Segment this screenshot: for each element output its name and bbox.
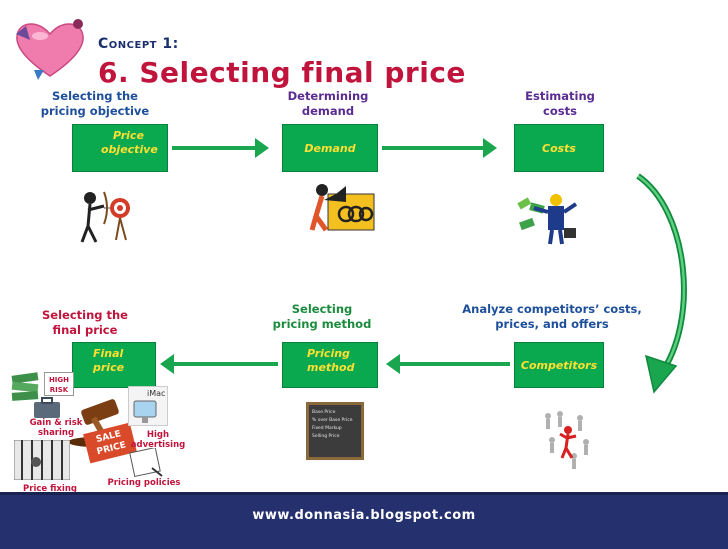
high-advertising-label: High advertising xyxy=(130,430,186,450)
step-objective-box[interactable]: Price objective xyxy=(72,124,168,172)
concept-label: Concept 1: xyxy=(98,36,179,52)
people-figures-icon xyxy=(540,408,594,470)
gain-risk-label: Gain & risk sharing xyxy=(29,418,83,438)
prison-bars-icon xyxy=(13,439,71,481)
arrowhead-left-icon xyxy=(160,354,174,374)
step-demand-label: Determining demand xyxy=(287,89,369,118)
slide-title: 6. Selecting final price xyxy=(98,56,466,89)
footer-bar xyxy=(0,492,728,549)
pricing-policies-label: Pricing policies xyxy=(107,478,181,488)
step-method-box[interactable]: Pricing method xyxy=(282,342,378,388)
chalk-line: % over Base Price xyxy=(312,418,353,423)
megaphone-man-icon xyxy=(306,180,376,232)
imac-label: iMac xyxy=(147,389,166,398)
arrowhead-right-icon xyxy=(483,138,497,158)
chalkboard-icon: Base Price % over Base Price Fixed Marku… xyxy=(306,402,364,460)
arrow-objective-to-demand xyxy=(172,146,258,150)
step-costs-label: Estimating costs xyxy=(525,89,595,118)
chalk-line: Fixed Markup xyxy=(312,426,342,431)
step-demand-box[interactable]: Demand xyxy=(282,124,378,172)
money-man-icon xyxy=(516,190,580,246)
archer-icon xyxy=(76,186,132,244)
curved-arrow-icon xyxy=(630,170,700,400)
money-stack-icon xyxy=(10,370,42,404)
step-competitors-box[interactable]: Competitors xyxy=(514,342,604,388)
step-costs-box[interactable]: Costs xyxy=(514,124,604,172)
briefcase-icon xyxy=(32,396,62,418)
step-method-label: Selecting pricing method xyxy=(272,302,372,331)
step-final-label: Selecting the final price xyxy=(42,308,128,337)
footer-url[interactable]: www.donnasia.blogspot.com xyxy=(252,508,476,523)
step-objective-label: Selecting the pricing objective xyxy=(40,89,150,118)
price-fixing-label: Price fixing xyxy=(23,484,77,494)
high-risk-sign: HIGH RISK xyxy=(44,372,74,396)
step-competitors-label: Analyze competitors’ costs, prices, and … xyxy=(462,302,642,331)
policy-document-icon xyxy=(126,446,166,478)
arrowhead-right-icon xyxy=(255,138,269,158)
heart-logo-icon xyxy=(10,14,90,84)
imac-ad-icon: iMac xyxy=(128,386,168,426)
arrow-demand-to-costs xyxy=(382,146,486,150)
arrowhead-left-icon xyxy=(386,354,400,374)
step-final-box[interactable]: Final price xyxy=(72,342,156,388)
chalk-line: Base Price xyxy=(312,410,336,415)
chalk-line: Selling Price xyxy=(312,434,340,439)
arrow-method-to-final xyxy=(172,362,278,366)
arrow-competitors-to-method xyxy=(398,362,510,366)
